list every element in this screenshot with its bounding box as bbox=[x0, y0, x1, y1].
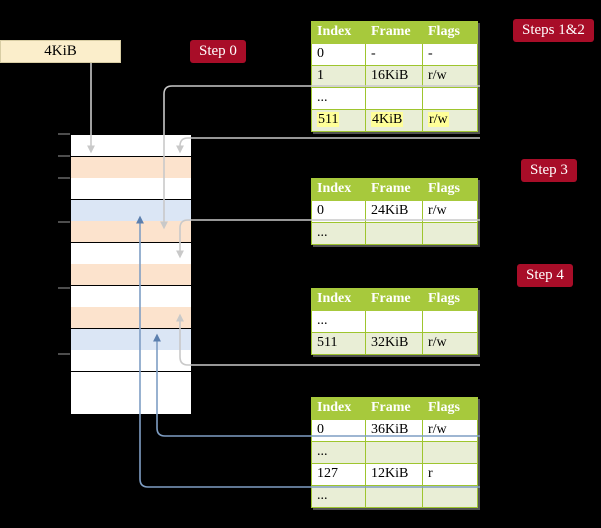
memory-frame-row bbox=[71, 371, 191, 394]
cell-flags bbox=[422, 87, 478, 110]
memory-tick bbox=[58, 353, 70, 355]
cell-frame bbox=[365, 87, 423, 110]
wire-l1-row511 bbox=[176, 137, 480, 154]
memory-frame-row bbox=[71, 221, 191, 243]
cell-index: ... bbox=[311, 222, 366, 245]
cell-index: 0 bbox=[311, 43, 366, 66]
step-badge-step-0: Step 0 bbox=[190, 40, 246, 63]
memory-frame-row bbox=[71, 135, 191, 157]
memory-frame-row bbox=[71, 156, 191, 179]
column-header-flags: Flags bbox=[422, 288, 478, 311]
table-row[interactable]: ... bbox=[311, 310, 478, 333]
cell-flags: r/w bbox=[422, 332, 478, 355]
column-header-index: Index bbox=[311, 397, 366, 420]
column-header-frame: Frame bbox=[365, 178, 423, 201]
cell-index: 511 bbox=[311, 332, 366, 355]
cell-index: 511 bbox=[311, 109, 366, 132]
column-header-index: Index bbox=[311, 178, 366, 201]
memory-frame-row bbox=[71, 242, 191, 265]
page-4kib-box: 4KiB bbox=[0, 40, 121, 63]
memory-tick bbox=[58, 221, 70, 223]
cell-flags: r/w bbox=[422, 109, 478, 132]
cell-index: ... bbox=[311, 441, 366, 464]
step-badge-step-4: Step 4 bbox=[517, 264, 573, 287]
cell-flags bbox=[422, 441, 478, 464]
table-row[interactable]: ... bbox=[311, 485, 478, 508]
column-header-frame: Frame bbox=[365, 21, 423, 44]
column-header-frame: Frame bbox=[365, 288, 423, 311]
memory-frame-row bbox=[71, 328, 191, 351]
cell-flags: - bbox=[422, 43, 478, 66]
cell-frame bbox=[365, 485, 423, 508]
cell-index: 127 bbox=[311, 463, 366, 486]
column-header-frame: Frame bbox=[365, 397, 423, 420]
cell-frame: 4KiB bbox=[365, 109, 423, 132]
cell-flags bbox=[422, 310, 478, 333]
cell-index: ... bbox=[311, 310, 366, 333]
memory-frame-row bbox=[71, 178, 191, 200]
memory-frame-row bbox=[71, 393, 191, 415]
cell-frame bbox=[365, 222, 423, 245]
column-header-flags: Flags bbox=[422, 397, 478, 420]
cell-frame: 16KiB bbox=[365, 65, 423, 88]
cell-frame bbox=[365, 310, 423, 333]
physical-memory-column bbox=[70, 133, 191, 415]
table-row[interactable]: ... bbox=[311, 222, 478, 245]
memory-tick bbox=[58, 155, 70, 157]
cell-flags: r/w bbox=[422, 419, 478, 442]
table-row[interactable]: ... bbox=[311, 87, 478, 110]
cell-flags: r/w bbox=[422, 65, 478, 88]
cell-frame: 24KiB bbox=[365, 200, 423, 223]
column-header-index: Index bbox=[311, 21, 366, 44]
table-row[interactable]: 0-- bbox=[311, 43, 478, 66]
memory-frame-row bbox=[71, 307, 191, 329]
column-header-flags: Flags bbox=[422, 21, 478, 44]
cell-flags bbox=[422, 485, 478, 508]
cell-frame: 12KiB bbox=[365, 463, 423, 486]
cell-flags: r bbox=[422, 463, 478, 486]
memory-tick bbox=[58, 133, 70, 135]
step-badge-steps-1-2: Steps 1&2 bbox=[513, 19, 594, 42]
page-4kib-label: 4KiB bbox=[44, 43, 77, 59]
cell-flags: r/w bbox=[422, 200, 478, 223]
cell-frame: 36KiB bbox=[365, 419, 423, 442]
memory-tick bbox=[58, 287, 70, 289]
cell-index: 0 bbox=[311, 200, 366, 223]
cell-index: 0 bbox=[311, 419, 366, 442]
cell-frame: 32KiB bbox=[365, 332, 423, 355]
memory-frame-row bbox=[71, 264, 191, 286]
memory-frame-row bbox=[71, 199, 191, 222]
cell-flags bbox=[422, 222, 478, 245]
cell-index: ... bbox=[311, 485, 366, 508]
column-header-flags: Flags bbox=[422, 178, 478, 201]
memory-frame-row bbox=[71, 285, 191, 308]
memory-tick bbox=[58, 177, 70, 179]
cell-index: 1 bbox=[311, 65, 366, 88]
table-row[interactable]: ... bbox=[311, 441, 478, 464]
cell-frame: - bbox=[365, 43, 423, 66]
cell-frame bbox=[365, 441, 423, 464]
column-header-index: Index bbox=[311, 288, 366, 311]
cell-index: ... bbox=[311, 87, 366, 110]
step-badge-step-3: Step 3 bbox=[521, 159, 577, 182]
memory-frame-row bbox=[71, 350, 191, 372]
